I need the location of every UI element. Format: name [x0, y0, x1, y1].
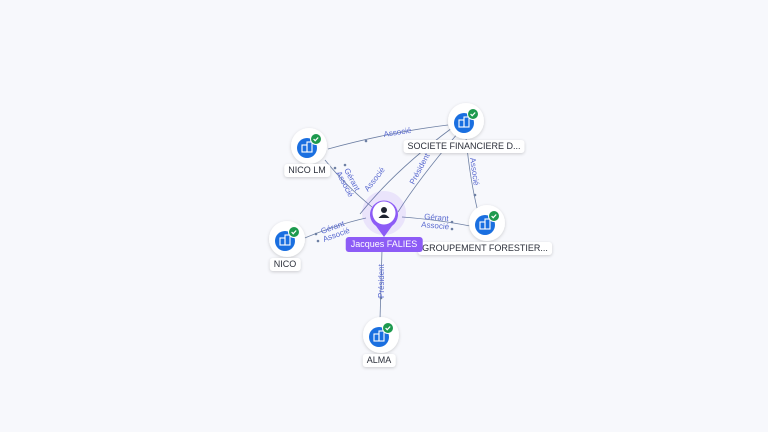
edge-marker	[314, 232, 318, 236]
building-icon	[301, 141, 313, 153]
building-icon	[373, 330, 385, 342]
company-node-gf[interactable]	[469, 205, 505, 241]
edge-marker	[343, 163, 347, 167]
building-icon	[279, 234, 291, 246]
edge-person-to-gf	[401, 216, 471, 227]
company-nodes	[269, 103, 505, 353]
company-label-gf[interactable]: GROUPEMENT FORESTIER...	[418, 242, 552, 255]
edge-markers	[314, 139, 477, 300]
person-node[interactable]	[362, 191, 406, 237]
company-label-nico[interactable]: NICO	[269, 258, 301, 271]
edge-person-to-alma	[379, 249, 383, 321]
edge-marker	[450, 220, 454, 224]
building-icon	[479, 218, 491, 230]
company-label-nico-lm[interactable]: NICO LM	[284, 164, 330, 177]
edge-label: Associé	[421, 220, 450, 231]
edge-label: Associé	[383, 126, 413, 139]
edge-nico-lm-to-sfd	[327, 124, 449, 150]
company-node-alma[interactable]	[363, 317, 399, 353]
edge-marker	[364, 139, 368, 143]
company-node-nico-lm[interactable]	[291, 128, 327, 164]
check-mark-icon	[491, 214, 497, 219]
edge-marker	[316, 239, 320, 243]
edge-label: Associé	[362, 165, 387, 193]
edges	[299, 124, 479, 321]
edge-label: Associé	[468, 157, 481, 187]
edge-marker	[379, 296, 383, 300]
building-icon-part	[463, 116, 470, 128]
company-label-alma[interactable]: ALMA	[362, 354, 396, 367]
edge-marker	[473, 193, 477, 197]
person-label[interactable]: Jacques FALIES	[345, 237, 423, 252]
company-node-sfd[interactable]	[448, 103, 484, 139]
check-mark-icon	[313, 137, 319, 142]
edge-label: Président	[377, 263, 386, 298]
building-icon-part	[484, 218, 491, 230]
building-icon-part	[284, 234, 291, 246]
company-label-sfd[interactable]: SOCIETE FINANCIERE D...	[403, 140, 525, 153]
check-mark-icon	[291, 230, 297, 235]
building-icon-part	[306, 141, 313, 153]
building-icon-part	[378, 330, 385, 342]
edge-person-to-sfd-associe	[359, 127, 453, 215]
edge-label: Gérant	[424, 212, 450, 223]
edge-marker	[450, 227, 454, 231]
check-mark-icon	[470, 112, 476, 117]
company-node-nico[interactable]	[269, 221, 305, 257]
check-mark-icon	[385, 326, 391, 331]
edge-person-to-nico	[299, 217, 367, 241]
building-icon	[458, 116, 470, 128]
user-icon	[378, 207, 390, 218]
edge-marker	[333, 166, 337, 170]
